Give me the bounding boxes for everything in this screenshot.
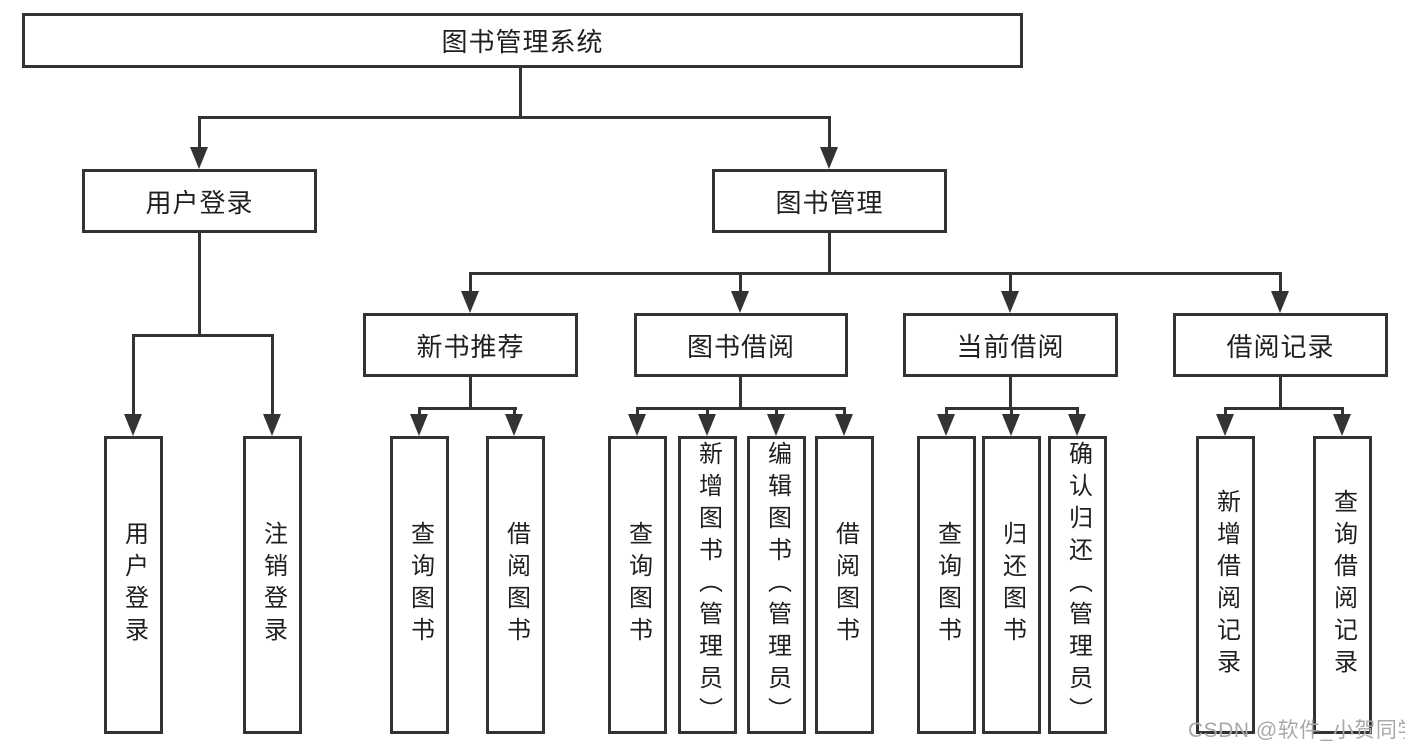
leaf-edit-books-admin-label: 编辑图书（管理员）	[763, 441, 791, 729]
leaf-recommend-query-books: 查询图书	[390, 436, 449, 734]
node-current-borrowing-label: 当前借阅	[956, 331, 1065, 362]
node-user-login: 用户登录	[82, 169, 317, 233]
connector-line	[469, 272, 1282, 275]
arrow-down-icon	[1271, 291, 1289, 313]
leaf-confirm-return-admin: 确认归还（管理员）	[1048, 436, 1107, 734]
connector-line	[469, 272, 472, 294]
node-library-system: 图书管理系统	[22, 13, 1023, 68]
connector-line	[198, 116, 201, 150]
node-user-login-label: 用户登录	[145, 187, 254, 218]
arrow-down-icon	[505, 414, 523, 436]
leaf-borrow-books: 借阅图书	[815, 436, 874, 734]
connector-line	[828, 116, 831, 150]
arrow-down-icon	[1216, 414, 1234, 436]
connector-line	[132, 334, 274, 337]
connector-line	[1341, 407, 1344, 417]
connector-line	[418, 407, 517, 410]
connector-line	[271, 334, 274, 416]
node-book-management-label: 图书管理	[775, 187, 884, 218]
node-book-management: 图书管理	[712, 169, 947, 233]
connector-line	[198, 116, 831, 119]
leaf-borrow-query-books: 查询图书	[608, 436, 667, 734]
leaf-borrow-query-books-label: 查询图书	[624, 521, 652, 649]
leaf-return-books-label: 归还图书	[998, 521, 1026, 649]
leaf-current-query-books: 查询图书	[917, 436, 976, 734]
connector-line	[418, 407, 421, 417]
connector-line	[198, 233, 201, 337]
connector-line	[1009, 377, 1012, 410]
connector-line	[519, 68, 522, 119]
node-book-borrowing-label: 图书借阅	[686, 331, 795, 362]
connector-line	[1279, 272, 1282, 294]
arrow-down-icon	[937, 414, 955, 436]
connector-line	[945, 407, 948, 417]
node-current-borrowing: 当前借阅	[903, 313, 1118, 377]
leaf-query-borrow-record: 查询借阅记录	[1313, 436, 1372, 734]
connector-line	[1224, 407, 1344, 410]
arrow-down-icon	[461, 291, 479, 313]
arrow-down-icon	[190, 147, 208, 169]
connector-line	[775, 407, 778, 417]
connector-line	[1279, 377, 1282, 410]
csdn-watermark: CSDN @软件_小贺同学	[1188, 719, 1405, 742]
arrow-down-icon	[767, 414, 785, 436]
leaf-confirm-return-admin-label: 确认归还（管理员）	[1064, 441, 1092, 729]
leaf-add-books-admin-label: 新增图书（管理员）	[694, 441, 722, 729]
leaf-borrow-books-label: 借阅图书	[831, 521, 859, 649]
arrow-down-icon	[1068, 414, 1086, 436]
connector-line	[1009, 272, 1012, 294]
leaf-add-borrow-record-label: 新增借阅记录	[1212, 489, 1240, 681]
connector-line	[132, 334, 135, 416]
arrow-down-icon	[628, 414, 646, 436]
connector-line	[706, 407, 709, 417]
connector-line	[843, 407, 846, 417]
node-library-system-label: 图书管理系统	[441, 27, 604, 57]
leaf-return-books: 归还图书	[982, 436, 1041, 734]
arrow-down-icon	[835, 414, 853, 436]
leaf-recommend-borrow-books: 借阅图书	[486, 436, 545, 734]
leaf-add-borrow-record: 新增借阅记录	[1196, 436, 1255, 734]
node-new-book-recommend: 新书推荐	[363, 313, 578, 377]
node-borrowing-records: 借阅记录	[1173, 313, 1388, 377]
arrow-down-icon	[731, 291, 749, 313]
leaf-logout-label: 注销登录	[259, 521, 287, 649]
connector-line	[636, 407, 845, 410]
connector-line	[469, 377, 472, 410]
node-new-book-recommend-label: 新书推荐	[416, 331, 525, 362]
leaf-user-login: 用户登录	[104, 436, 163, 734]
connector-line	[636, 407, 639, 417]
arrow-down-icon	[124, 414, 142, 436]
arrow-down-icon	[1001, 291, 1019, 313]
leaf-current-query-books-label: 查询图书	[933, 521, 961, 649]
connector-line	[513, 407, 516, 417]
connector-line	[739, 272, 742, 294]
arrow-down-icon	[263, 414, 281, 436]
leaf-query-borrow-record-label: 查询借阅记录	[1329, 489, 1357, 681]
connector-line	[1224, 407, 1227, 417]
arrow-down-icon	[698, 414, 716, 436]
arrow-down-icon	[1333, 414, 1351, 436]
node-borrowing-records-label: 借阅记录	[1226, 331, 1335, 362]
leaf-edit-books-admin: 编辑图书（管理员）	[747, 436, 806, 734]
leaf-recommend-borrow-books-label: 借阅图书	[502, 521, 530, 649]
leaf-recommend-query-books-label: 查询图书	[406, 521, 434, 649]
leaf-logout: 注销登录	[243, 436, 302, 734]
arrow-down-icon	[410, 414, 428, 436]
arrow-down-icon	[1002, 414, 1020, 436]
leaf-add-books-admin: 新增图书（管理员）	[678, 436, 737, 734]
node-book-borrowing: 图书借阅	[634, 313, 848, 377]
connector-line	[1076, 407, 1079, 417]
connector-line	[828, 233, 831, 275]
leaf-user-login-label: 用户登录	[120, 521, 148, 649]
arrow-down-icon	[820, 147, 838, 169]
connector-line	[739, 377, 742, 410]
connector-line	[1010, 407, 1013, 417]
